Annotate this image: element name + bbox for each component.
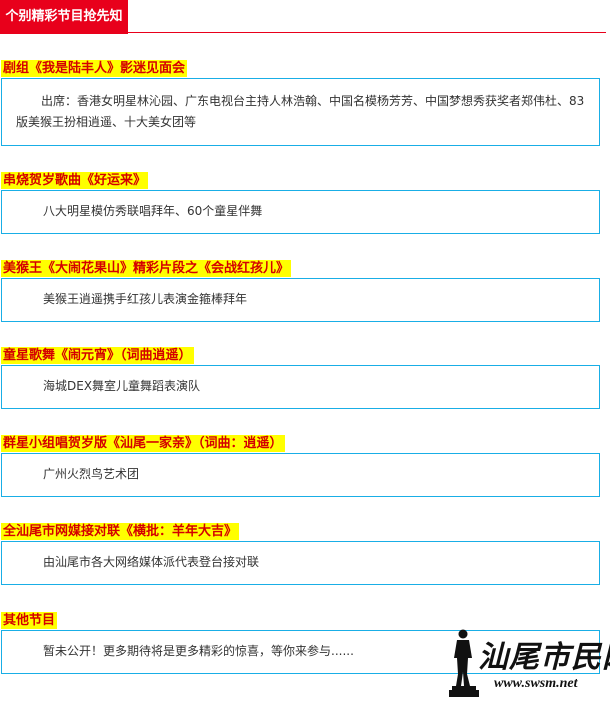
program-title: 剧组《我是陆丰人》影迷见面会 bbox=[1, 60, 188, 77]
program-title: 串烧贺岁歌曲《好运来》 bbox=[1, 172, 149, 189]
watermark-site-name: 汕尾市民网 bbox=[478, 640, 610, 675]
program-box: 由汕尾市各大网络媒体派代表登台接对联 bbox=[1, 541, 600, 585]
statue-silhouette-icon bbox=[449, 629, 479, 697]
program-section: 美猴王《大闹花果山》精彩片段之《会战红孩儿》 美猴王逍遥携手红孩儿表演金箍棒拜年 bbox=[0, 260, 610, 326]
program-box: 八大明星模仿秀联唱拜年、60个童星伴舞 bbox=[1, 190, 600, 234]
program-title: 童星歌舞《闹元宵》（词曲逍遥） bbox=[1, 347, 194, 364]
program-desc: 由汕尾市各大网络媒体派代表登台接对联 bbox=[43, 555, 260, 569]
program-title: 群星小组唱贺岁版《汕尾一家亲》（词曲：逍遥） bbox=[1, 435, 285, 452]
program-title: 全汕尾市网媒接对联《横批：羊年大吉》 bbox=[1, 523, 240, 540]
program-section: 童星歌舞《闹元宵》（词曲逍遥） 海城DEX舞室儿童舞蹈表演队 bbox=[0, 347, 610, 413]
program-box: 暂未公开！更多期待将是更多精彩的惊喜，等你来参与...... bbox=[1, 630, 600, 674]
header-rule bbox=[128, 32, 606, 33]
program-box: 出席：香港女明星林沁园、广东电视台主持人林浩翰、中国名模杨芳芳、中国梦想秀获奖者… bbox=[1, 78, 600, 146]
program-desc: 八大明星模仿秀联唱拜年、60个童星伴舞 bbox=[43, 204, 263, 218]
program-desc: 暂未公开！更多期待将是更多精彩的惊喜，等你来参与...... bbox=[43, 644, 354, 658]
program-section: 全汕尾市网媒接对联《横批：羊年大吉》 由汕尾市各大网络媒体派代表登台接对联 bbox=[0, 523, 610, 589]
program-desc: 广州火烈鸟艺术团 bbox=[43, 467, 140, 481]
program-section: 其他节目 暂未公开！更多期待将是更多精彩的惊喜，等你来参与...... bbox=[0, 612, 610, 678]
program-box: 广州火烈鸟艺术团 bbox=[1, 453, 600, 497]
program-section: 群星小组唱贺岁版《汕尾一家亲》（词曲：逍遥） 广州火烈鸟艺术团 bbox=[0, 435, 610, 501]
program-desc: 海城DEX舞室儿童舞蹈表演队 bbox=[43, 379, 201, 393]
program-desc: 出席：香港女明星林沁园、广东电视台主持人林浩翰、中国名模杨芳芳、中国梦想秀获奖者… bbox=[16, 94, 585, 129]
program-title: 其他节目 bbox=[1, 612, 58, 629]
program-desc: 美猴王逍遥携手红孩儿表演金箍棒拜年 bbox=[43, 292, 248, 306]
site-watermark: 汕尾市民网 www.swsm.net bbox=[448, 628, 610, 698]
section-header-bar: 个别精彩节目抢先知 bbox=[0, 0, 610, 34]
program-section: 剧组《我是陆丰人》影迷见面会 出席：香港女明星林沁园、广东电视台主持人林浩翰、中… bbox=[0, 60, 610, 150]
program-section: 串烧贺岁歌曲《好运来》 八大明星模仿秀联唱拜年、60个童星伴舞 bbox=[0, 172, 610, 236]
watermark-site-url: www.swsm.net bbox=[494, 676, 578, 691]
program-title: 美猴王《大闹花果山》精彩片段之《会战红孩儿》 bbox=[1, 260, 292, 277]
header-tab: 个别精彩节目抢先知 bbox=[0, 0, 128, 34]
program-box: 海城DEX舞室儿童舞蹈表演队 bbox=[1, 365, 600, 409]
program-box: 美猴王逍遥携手红孩儿表演金箍棒拜年 bbox=[1, 278, 600, 322]
